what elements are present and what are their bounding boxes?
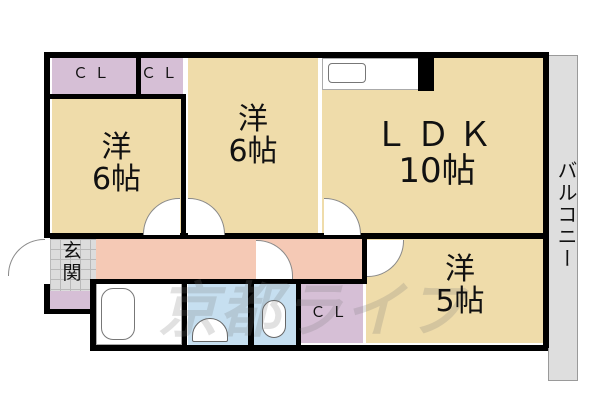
room1-label: 洋 6帖 — [52, 132, 181, 195]
room1-type: 洋 — [101, 130, 132, 165]
room1-size: 6帖 — [91, 161, 142, 197]
closet-1 — [52, 58, 136, 94]
closet-3-label: ＣＬ — [310, 303, 353, 321]
watermark: 京都ライフ — [158, 276, 468, 346]
closet-2 — [141, 58, 183, 94]
balcony-label: バルコニー — [554, 160, 578, 270]
entrance-label: 玄関 — [62, 240, 82, 284]
sink-icon — [328, 63, 366, 83]
room2-size: 6帖 — [228, 133, 278, 169]
entrance-door[interactable] — [8, 239, 45, 276]
toilet-icon — [262, 300, 286, 338]
room2-label: 洋 6帖 — [188, 104, 318, 167]
closet-3 — [300, 283, 363, 343]
ldk-type: ＬＤＫ — [374, 115, 500, 155]
closet-1-label: ＣＬ — [72, 64, 115, 82]
room3-size: 5帖 — [435, 283, 485, 319]
shoe-storage — [50, 291, 92, 311]
bathtub-icon — [101, 288, 135, 340]
closet-2-label: ＣＬ — [141, 64, 184, 82]
entrance — [50, 239, 96, 291]
room3-label: 洋 5帖 — [400, 254, 520, 317]
ldk-label: ＬＤＫ 10帖 — [330, 115, 544, 191]
ldk-size: 10帖 — [398, 150, 476, 191]
hallway — [96, 239, 362, 281]
room3-type: 洋 — [445, 252, 475, 287]
room2-type: 洋 — [238, 102, 268, 137]
